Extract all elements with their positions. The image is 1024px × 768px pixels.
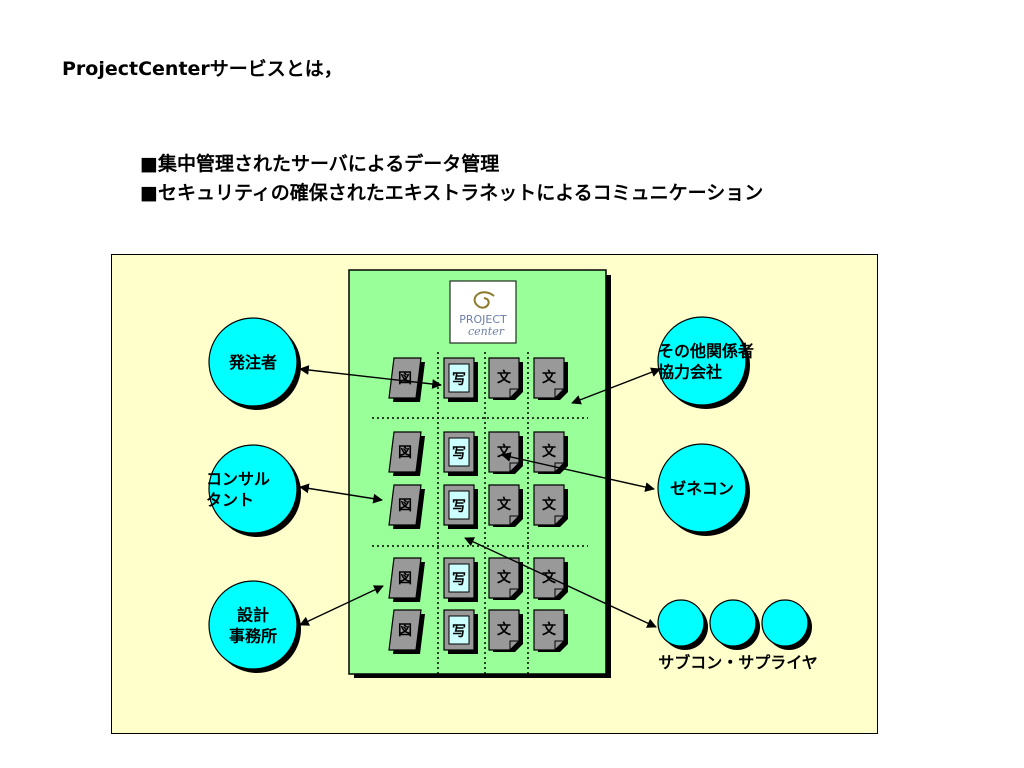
text-document-icon: 文 — [488, 609, 523, 652]
page-title: ProjectCenterサービスとは， — [62, 58, 343, 80]
logo-text-project: PROJECT — [459, 313, 507, 326]
feature-data-management: ■集中管理されたサーバによるデータ管理 — [140, 153, 500, 175]
arrow-consultant — [299, 483, 383, 504]
photo-document-icon: 写 — [443, 557, 478, 602]
party-label-design-office: 設計 — [237, 606, 269, 625]
photo-label: 写 — [452, 624, 466, 640]
arrow-design-office — [299, 585, 384, 626]
party-subcontractor-3 — [761, 599, 812, 650]
party-client: 発注者 — [208, 317, 301, 410]
drawing-document-icon: 図 — [388, 609, 425, 654]
text-document-icon: 文 — [533, 609, 568, 652]
drawing-label: 図 — [398, 371, 412, 387]
feature-extranet-communication: ■セキュリティの確保されたエキストラネットによるコミュニケーション — [140, 182, 764, 204]
project-center-logo: PROJECT center — [449, 280, 517, 344]
party-subcontractor-1 — [657, 599, 708, 650]
connectors — [299, 365, 661, 628]
party-general-contractor: ゼネコン — [657, 443, 750, 536]
subcontractor-label: サブコン・サプライヤ — [658, 653, 818, 672]
text-label: 文 — [542, 621, 557, 638]
drawing-document-icon: 図 — [388, 484, 425, 529]
arrow-general-contractor — [501, 452, 655, 492]
party-subcontractor-2 — [709, 599, 760, 650]
photo-label: 写 — [452, 372, 466, 388]
feature-list: ■集中管理されたサーバによるデータ管理 ■セキュリティの確保されたエキストラネッ… — [140, 150, 763, 208]
party-label-consultant: タント — [206, 491, 254, 510]
logo-text-center: center — [468, 325, 505, 338]
photo-document-icon: 写 — [443, 431, 478, 476]
arrow-subcontractor — [464, 537, 657, 628]
text-document-icon: 文 — [533, 557, 568, 600]
photo-label: 写 — [452, 572, 466, 588]
text-document-icon: 文 — [533, 357, 568, 400]
text-label: 文 — [497, 621, 512, 638]
text-document-icon: 文 — [488, 357, 523, 400]
drawing-label: 図 — [398, 623, 412, 639]
arrow-client — [299, 365, 442, 389]
photo-document-icon: 写 — [443, 357, 478, 402]
party-label-consultant: コンサル — [206, 470, 270, 489]
text-document-icon: 文 — [533, 484, 568, 527]
text-document-icon: 文 — [488, 431, 523, 474]
party-label-others: その他関係者 — [658, 342, 754, 361]
text-label: 文 — [497, 569, 512, 586]
text-label: 文 — [497, 496, 512, 513]
text-document-icon: 文 — [533, 431, 568, 474]
photo-document-icon: 写 — [443, 484, 478, 529]
arrow-others — [571, 367, 661, 405]
party-label-client: 発注者 — [228, 353, 277, 372]
text-label: 文 — [542, 443, 557, 460]
text-document-icon: 文 — [488, 484, 523, 527]
text-label: 文 — [542, 369, 557, 386]
party-label-others: 協力会社 — [658, 363, 722, 382]
drawing-label: 図 — [398, 571, 412, 587]
drawing-label: 図 — [398, 498, 412, 514]
drawing-label: 図 — [398, 445, 412, 461]
photo-label: 写 — [452, 446, 466, 462]
photo-document-icon: 写 — [443, 609, 478, 654]
text-document-icon: 文 — [488, 557, 523, 600]
drawing-document-icon: 図 — [388, 431, 425, 476]
party-label-design-office: 事務所 — [229, 627, 277, 646]
text-label: 文 — [542, 496, 557, 513]
party-label-general-contractor: ゼネコン — [670, 479, 734, 498]
text-label: 文 — [497, 369, 512, 386]
drawing-document-icon: 図 — [388, 557, 425, 602]
photo-label: 写 — [452, 499, 466, 515]
